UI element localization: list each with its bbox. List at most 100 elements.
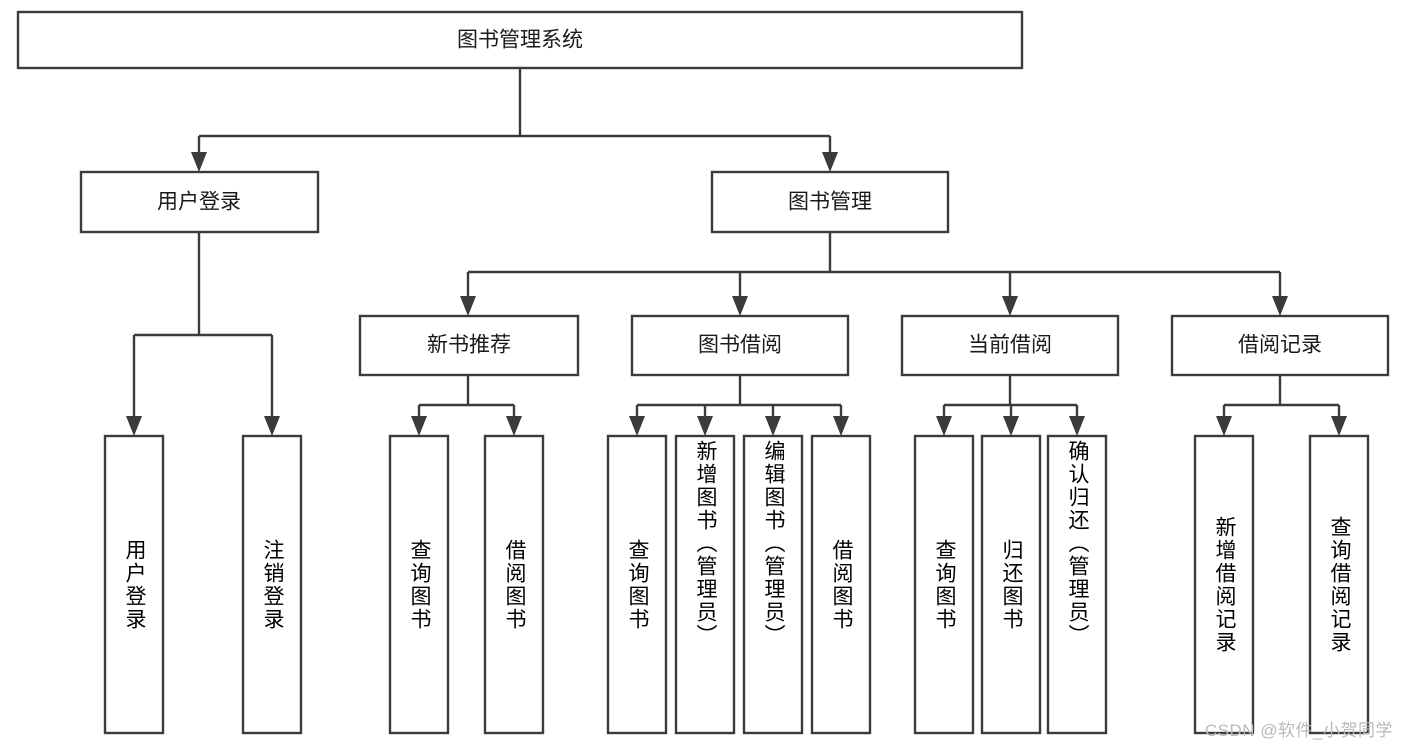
node-leaf-3[interactable]: 查询图书 bbox=[388, 434, 450, 735]
node-leaf-2-label-wrap: 注销登录 bbox=[261, 538, 284, 631]
arrow-record-c1 bbox=[1216, 416, 1232, 436]
node-leaf-6-label: 新增图书（管理员） bbox=[694, 440, 717, 647]
arrow-borrow-c1 bbox=[629, 416, 645, 436]
arrow-current-c1 bbox=[936, 416, 952, 436]
arrow-borrow-c3 bbox=[765, 416, 781, 436]
node-leaf-11-box[interactable] bbox=[1046, 434, 1108, 735]
arrow-bookmgmt-c3 bbox=[1002, 296, 1018, 316]
node-borrow-box[interactable] bbox=[630, 314, 850, 377]
node-leaf-8-label: 借阅图书 bbox=[830, 538, 853, 631]
node-leaf-12[interactable]: 新增借阅记录 bbox=[1193, 434, 1255, 735]
node-leaf-4-label-wrap: 借阅图书 bbox=[503, 538, 526, 631]
arrow-login-c2 bbox=[264, 416, 280, 436]
node-login-label: 用户登录 bbox=[157, 191, 241, 214]
node-record-box[interactable] bbox=[1170, 314, 1390, 377]
arrow-record-c2 bbox=[1331, 416, 1347, 436]
arrow-current-c2 bbox=[1003, 416, 1019, 436]
connector-group-current bbox=[936, 375, 1085, 436]
node-leaf-13-label-wrap: 查询借阅记录 bbox=[1328, 515, 1351, 654]
node-bookmgmt-label: 图书管理 bbox=[788, 191, 872, 214]
node-leaf-11-label: 确认归还（管理员） bbox=[1066, 440, 1089, 647]
node-newbook[interactable]: 新书推荐 bbox=[358, 314, 580, 377]
node-leaf-1-label-wrap: 用户登录 bbox=[123, 538, 146, 631]
node-leaf-2-box[interactable] bbox=[241, 434, 303, 735]
node-leaf-5-box[interactable] bbox=[606, 434, 668, 735]
node-leaf-9-label-wrap: 查询图书 bbox=[933, 538, 956, 631]
node-leaf-7[interactable]: 编辑图书（管理员） bbox=[742, 434, 804, 735]
node-leaf-8-label-wrap: 借阅图书 bbox=[830, 538, 853, 631]
node-leaf-9-label: 查询图书 bbox=[933, 538, 956, 631]
node-leaf-7-box[interactable] bbox=[742, 434, 804, 735]
arrow-newbook-c2 bbox=[506, 416, 522, 436]
node-leaf-12-label: 新增借阅记录 bbox=[1213, 515, 1236, 654]
connector-group-record bbox=[1216, 375, 1347, 436]
node-bookmgmt-box[interactable] bbox=[710, 170, 950, 234]
node-leaf-4-box[interactable] bbox=[483, 434, 545, 735]
node-leaf-11-label-wrap: 确认归还（管理员） bbox=[1066, 440, 1089, 647]
node-root[interactable]: 图书管理系统 bbox=[16, 10, 1024, 70]
node-leaf-3-box[interactable] bbox=[388, 434, 450, 735]
arrow-borrow-c2 bbox=[697, 416, 713, 436]
node-leaf-5[interactable]: 查询图书 bbox=[606, 434, 668, 735]
arrow-to-bookmgmt bbox=[822, 152, 838, 172]
node-leaf-8[interactable]: 借阅图书 bbox=[810, 434, 872, 735]
node-leaf-10-box[interactable] bbox=[980, 434, 1042, 735]
node-leaf-3-label-wrap: 查询图书 bbox=[408, 538, 431, 631]
node-leaf-5-label: 查询图书 bbox=[626, 538, 649, 631]
node-bookmgmt[interactable]: 图书管理 bbox=[710, 170, 950, 234]
node-leaf-13-box[interactable] bbox=[1308, 434, 1370, 735]
node-leaf-4[interactable]: 借阅图书 bbox=[483, 434, 545, 735]
arrow-current-c3 bbox=[1069, 416, 1085, 436]
node-leaf-6-label-wrap: 新增图书（管理员） bbox=[694, 440, 717, 647]
arrow-bookmgmt-c2 bbox=[732, 296, 748, 316]
node-leaf-8-box[interactable] bbox=[810, 434, 872, 735]
node-leaf-3-label: 查询图书 bbox=[408, 538, 431, 631]
arrow-newbook-c1 bbox=[411, 416, 427, 436]
node-leaf-9[interactable]: 查询图书 bbox=[913, 434, 975, 735]
node-borrow[interactable]: 图书借阅 bbox=[630, 314, 850, 377]
node-leaf-1[interactable]: 用户登录 bbox=[103, 434, 165, 735]
node-root-label: 图书管理系统 bbox=[457, 29, 583, 52]
node-current[interactable]: 当前借阅 bbox=[900, 314, 1120, 377]
node-leaf-5-label-wrap: 查询图书 bbox=[626, 538, 649, 631]
arrow-bookmgmt-c4 bbox=[1272, 296, 1288, 316]
node-leaf-12-box[interactable] bbox=[1193, 434, 1255, 735]
connector-group-newbook bbox=[411, 375, 522, 436]
node-leaf-10[interactable]: 归还图书 bbox=[980, 434, 1042, 735]
arrow-to-login bbox=[191, 152, 207, 172]
node-current-box[interactable] bbox=[900, 314, 1120, 377]
node-leaf-2-label: 注销登录 bbox=[261, 538, 284, 631]
arrow-login-c1 bbox=[126, 416, 142, 436]
node-leaf-6-box[interactable] bbox=[674, 434, 736, 735]
node-leaf-7-label: 编辑图书（管理员） bbox=[762, 440, 785, 647]
node-login-box[interactable] bbox=[79, 170, 320, 234]
node-leaf-11[interactable]: 确认归还（管理员） bbox=[1046, 434, 1108, 735]
node-root-box[interactable] bbox=[16, 10, 1024, 70]
arrow-borrow-c4 bbox=[833, 416, 849, 436]
node-leaf-2[interactable]: 注销登录 bbox=[241, 434, 303, 735]
arrow-bookmgmt-c1 bbox=[460, 296, 476, 316]
node-record[interactable]: 借阅记录 bbox=[1170, 314, 1390, 377]
node-leaf-13-label: 查询借阅记录 bbox=[1328, 515, 1351, 654]
node-leaf-4-label: 借阅图书 bbox=[503, 538, 526, 631]
node-leaf-13[interactable]: 查询借阅记录 bbox=[1308, 434, 1370, 735]
node-borrow-label: 图书借阅 bbox=[698, 334, 782, 357]
node-leaf-10-label-wrap: 归还图书 bbox=[1000, 538, 1023, 631]
node-leaf-1-box[interactable] bbox=[103, 434, 165, 735]
node-current-label: 当前借阅 bbox=[968, 334, 1052, 357]
connector-group-borrow bbox=[629, 375, 849, 436]
connector-group-root bbox=[191, 68, 838, 172]
node-leaf-10-label: 归还图书 bbox=[1000, 538, 1023, 631]
node-leaf-9-box[interactable] bbox=[913, 434, 975, 735]
node-leaf-7-label-wrap: 编辑图书（管理员） bbox=[762, 440, 785, 647]
node-newbook-box[interactable] bbox=[358, 314, 580, 377]
node-login[interactable]: 用户登录 bbox=[79, 170, 320, 234]
node-leaf-12-label-wrap: 新增借阅记录 bbox=[1213, 515, 1236, 654]
node-leaf-1-label: 用户登录 bbox=[123, 538, 146, 631]
node-record-label: 借阅记录 bbox=[1238, 334, 1322, 357]
node-leaf-6[interactable]: 新增图书（管理员） bbox=[674, 434, 736, 735]
connector-group-login bbox=[126, 232, 280, 436]
node-newbook-label: 新书推荐 bbox=[427, 334, 511, 357]
connector-group-bookmgmt bbox=[460, 232, 1288, 316]
